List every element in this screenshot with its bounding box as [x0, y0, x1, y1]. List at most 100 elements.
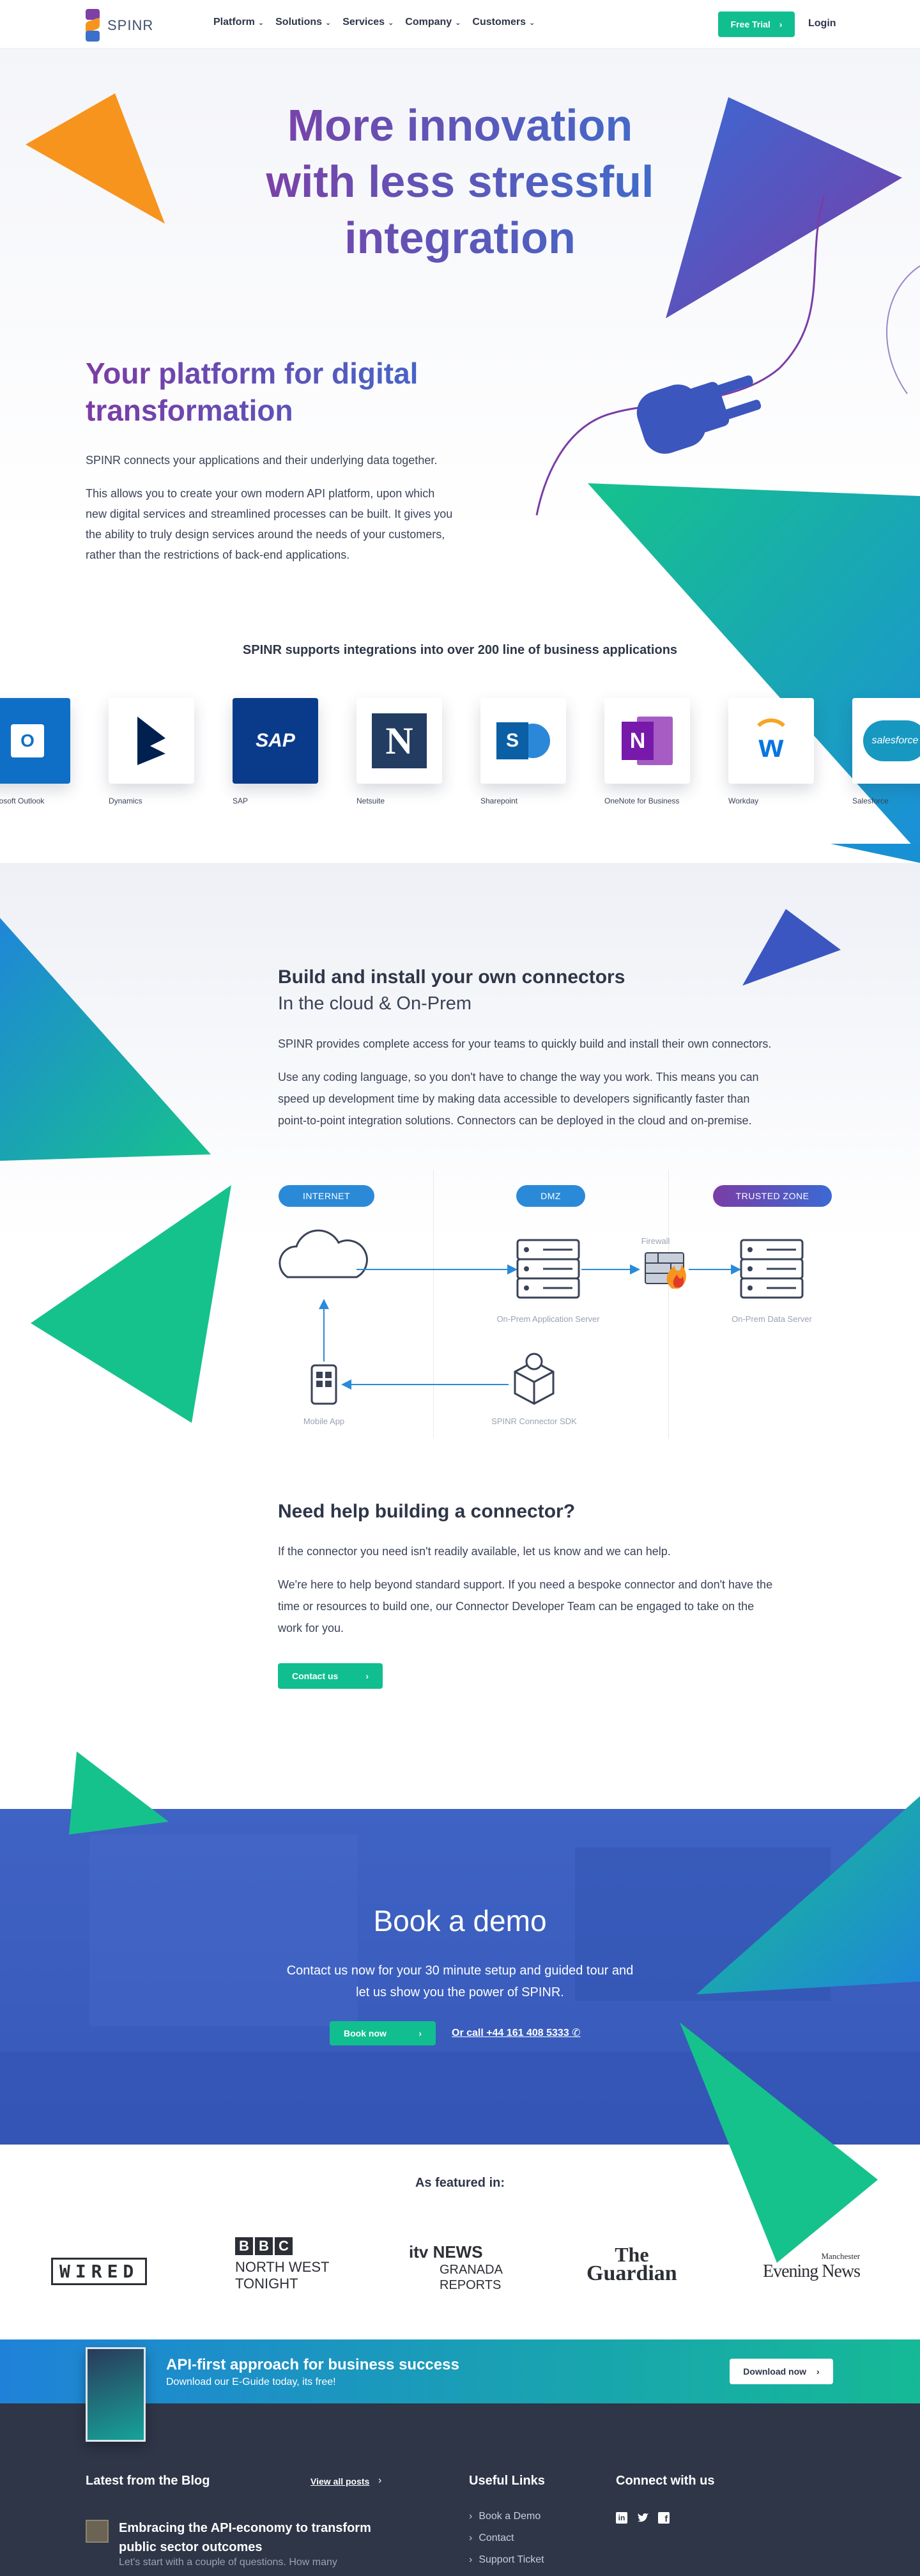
app-label: SAP [233, 796, 249, 805]
text-line: Contact us now for your 30 minute setup … [286, 1964, 634, 1978]
mobile-phone-icon [310, 1364, 337, 1405]
green-triangle-tip-shape [831, 844, 920, 863]
bbc-blocks: B B C [235, 2237, 329, 2255]
netsuite-icon: N [356, 698, 442, 784]
sdk-label: SPINR Connector SDK [491, 1416, 577, 1426]
app-card-sharepoint[interactable]: S Sharepoint [480, 698, 566, 805]
hero-title: More innovation with less stressful inte… [236, 97, 684, 266]
blue-purple-triangle-shape [666, 97, 902, 318]
footer-link-contact[interactable]: ›Contact [469, 2533, 514, 2544]
eguide-banner: API-first approach for business success … [0, 2339, 920, 2403]
text-line: This allows you to create your own moder… [86, 487, 435, 500]
footer-link-book-demo[interactable]: › Book a Demo [469, 2511, 540, 2522]
zone-divider [668, 1170, 669, 1438]
app-card-workday[interactable]: w Workday [728, 698, 814, 805]
sharepoint-logo-text: S [496, 722, 528, 759]
eguide-subheading: Download our E-Guide today, its free! [166, 2377, 336, 2387]
app-card-netsuite[interactable]: N Netsuite [356, 698, 442, 805]
phone-link[interactable]: Or call +44 161 408 5333 ✆ [452, 2026, 581, 2039]
download-now-button[interactable]: Download now› [730, 2359, 833, 2384]
guardian-logo: The Guardian [586, 2243, 677, 2285]
connectors-paragraph-1: SPINR provides complete access for your … [278, 1037, 772, 1050]
chevron-right-icon: › [469, 2511, 473, 2522]
integrations-carousel: O Microsoft Outlook Dynamics SAP SAP N N… [0, 698, 920, 826]
text-line: let us show you the power of SPINR. [356, 1985, 564, 1999]
app-card-sap[interactable]: SAP SAP [233, 698, 318, 805]
platform-heading-line: transformation [86, 394, 293, 427]
chevron-right-icon: › [469, 2554, 473, 2565]
outlook-icon: O [0, 698, 70, 784]
app-card-salesforce[interactable]: salesforce Salesforce [852, 698, 920, 805]
blog-post-title[interactable]: Embracing the API-economy to transform p… [119, 2521, 371, 2554]
menu-item-platform[interactable]: Platform⌄ [213, 17, 264, 28]
brand-logo[interactable]: SPINR [86, 9, 153, 42]
app-card-onenote[interactable]: N OneNote for Business [604, 698, 690, 805]
connectors-subheading: In the cloud & On-Prem [278, 993, 472, 1014]
zone-dmz-pill: DMZ [516, 1185, 585, 1207]
book-now-label: Book now [344, 2028, 387, 2038]
menu-item-customers[interactable]: Customers⌄ [472, 17, 535, 28]
phone-icon: ✆ [572, 2028, 581, 2038]
view-all-posts-link[interactable]: View all posts [310, 2476, 369, 2487]
contact-us-button[interactable]: Contact us› [278, 1663, 383, 1689]
app-card-dynamics[interactable]: Dynamics [109, 698, 194, 805]
footer-link-label: Book a Demo [479, 2511, 541, 2522]
twitter-icon[interactable] [636, 2512, 649, 2524]
menu-item-company[interactable]: Company⌄ [405, 17, 461, 28]
help-heading: Need help building a connector? [278, 1501, 576, 1522]
app-card-outlook[interactable]: O Microsoft Outlook [0, 698, 70, 805]
eguide-book-cover [86, 2347, 146, 2442]
hero-paragraph-2: This allows you to create your own moder… [86, 483, 501, 565]
phone-number: Or call +44 161 408 5333 [452, 2028, 569, 2038]
zone-internet-pill: INTERNET [279, 1185, 374, 1207]
plug-icon [636, 375, 762, 454]
sdk-package-icon [514, 1353, 555, 1405]
linkedin-icon[interactable]: in [616, 2512, 627, 2524]
brand-name: SPINR [107, 17, 154, 33]
mobile-app-label: Mobile App [303, 1416, 345, 1426]
free-trial-label: Free Trial [730, 19, 770, 29]
footer [0, 2403, 920, 2576]
workday-logo-text: w [758, 728, 784, 764]
menu-label: Platform [213, 17, 255, 27]
hero-title-line: More innovation [287, 100, 633, 150]
bbc-line: TONIGHT [235, 2276, 298, 2292]
login-link[interactable]: Login [808, 18, 836, 29]
spinr-logo-mark-icon [86, 9, 100, 42]
footer-link-support-ticket[interactable]: ›Support Ticket [469, 2554, 544, 2566]
diagram-graphics [279, 1229, 804, 1405]
green-triangle-shape [588, 483, 920, 854]
sap-logo-text: SAP [256, 730, 295, 751]
cloud-icon [279, 1229, 368, 1278]
app-label: Microsoft Outlook [0, 796, 45, 805]
menu-label: Customers [472, 17, 526, 27]
menu-item-solutions[interactable]: Solutions⌄ [275, 17, 331, 28]
blue-triangle-shape [742, 909, 841, 986]
download-now-label: Download now [743, 2366, 807, 2377]
salesforce-icon: salesforce [852, 698, 920, 784]
useful-links-heading: Useful Links [469, 2474, 545, 2488]
platform-heading: Your platform for digital transformation [86, 355, 469, 429]
menu-item-services[interactable]: Services⌄ [342, 17, 394, 28]
workday-icon: w [728, 698, 814, 784]
free-trial-button[interactable]: Free Trial› [718, 12, 795, 37]
connect-heading: Connect with us [616, 2474, 715, 2488]
text-line: point-to-point integration solutions. Co… [278, 1114, 752, 1127]
text-line: work for you. [278, 1622, 344, 1634]
app-label: Workday [728, 796, 759, 805]
chevron-down-icon: ⌄ [257, 19, 264, 27]
men-line: Manchester [821, 2251, 861, 2261]
sharepoint-icon: S [480, 698, 566, 784]
bbc-block-b1: B [235, 2237, 253, 2255]
blog-post-excerpt: Let's start with a couple of questions. … [119, 2557, 337, 2568]
app-label: Dynamics [109, 796, 142, 805]
guardian-line: The [615, 2243, 649, 2266]
chevron-down-icon: ⌄ [388, 19, 394, 27]
app-server-label: On-Prem Application Server [496, 1314, 600, 1324]
book-now-button[interactable]: Book now› [330, 2021, 436, 2045]
bbc-line: NORTH WEST [235, 2259, 330, 2275]
menu-label: Company [405, 17, 452, 27]
facebook-icon[interactable]: f [658, 2512, 670, 2524]
app-label: Salesforce [852, 796, 889, 805]
firewall-icon [645, 1252, 686, 1289]
